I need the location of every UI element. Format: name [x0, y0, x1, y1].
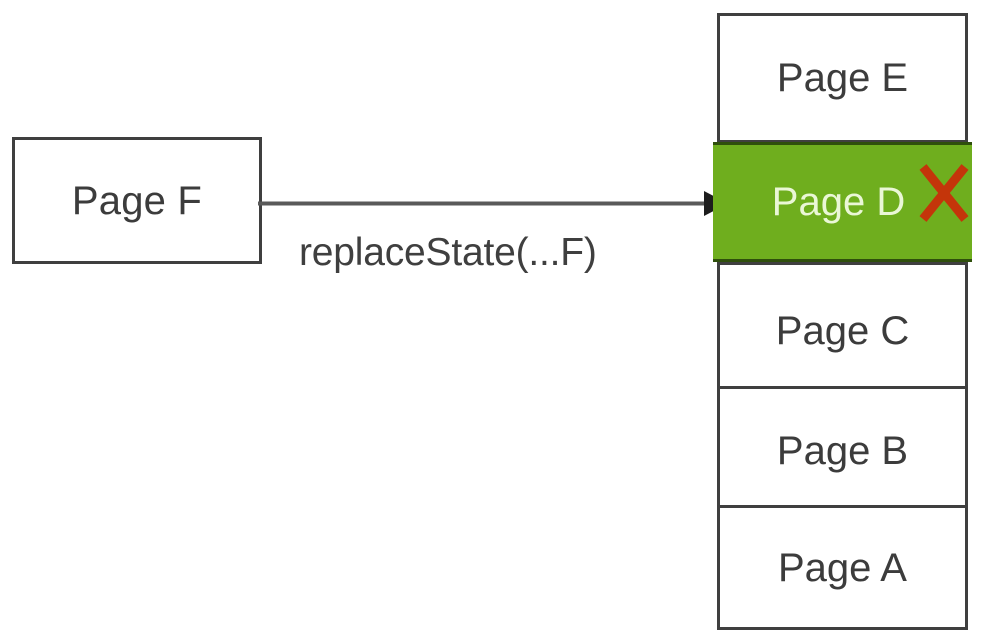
stack-entry-label: Page B: [776, 429, 909, 473]
page-f-label: Page F: [71, 178, 203, 223]
stack-entry-label: Page A: [777, 545, 907, 590]
stack-entry-page-b[interactable]: Page B: [717, 386, 968, 516]
stack-entry-page-d-highlighted[interactable]: Page D: [713, 142, 972, 262]
stack-entry-label: Page E: [776, 56, 909, 100]
stack-entry-page-e[interactable]: Page E: [717, 13, 968, 143]
stack-entry-page-a[interactable]: Page A: [717, 505, 968, 630]
stack-entry-page-c[interactable]: Page C: [717, 262, 968, 399]
red-x-icon: [919, 164, 969, 222]
replace-state-arrow: [258, 191, 728, 216]
transition-label: replaceState(...F): [299, 231, 597, 274]
history-stack: Page E Page C Page B Page A Page D: [713, 13, 972, 630]
stack-entry-label: Page D: [771, 180, 906, 224]
page-f-box: Page F: [12, 137, 262, 264]
stack-entry-label: Page C: [775, 308, 910, 353]
